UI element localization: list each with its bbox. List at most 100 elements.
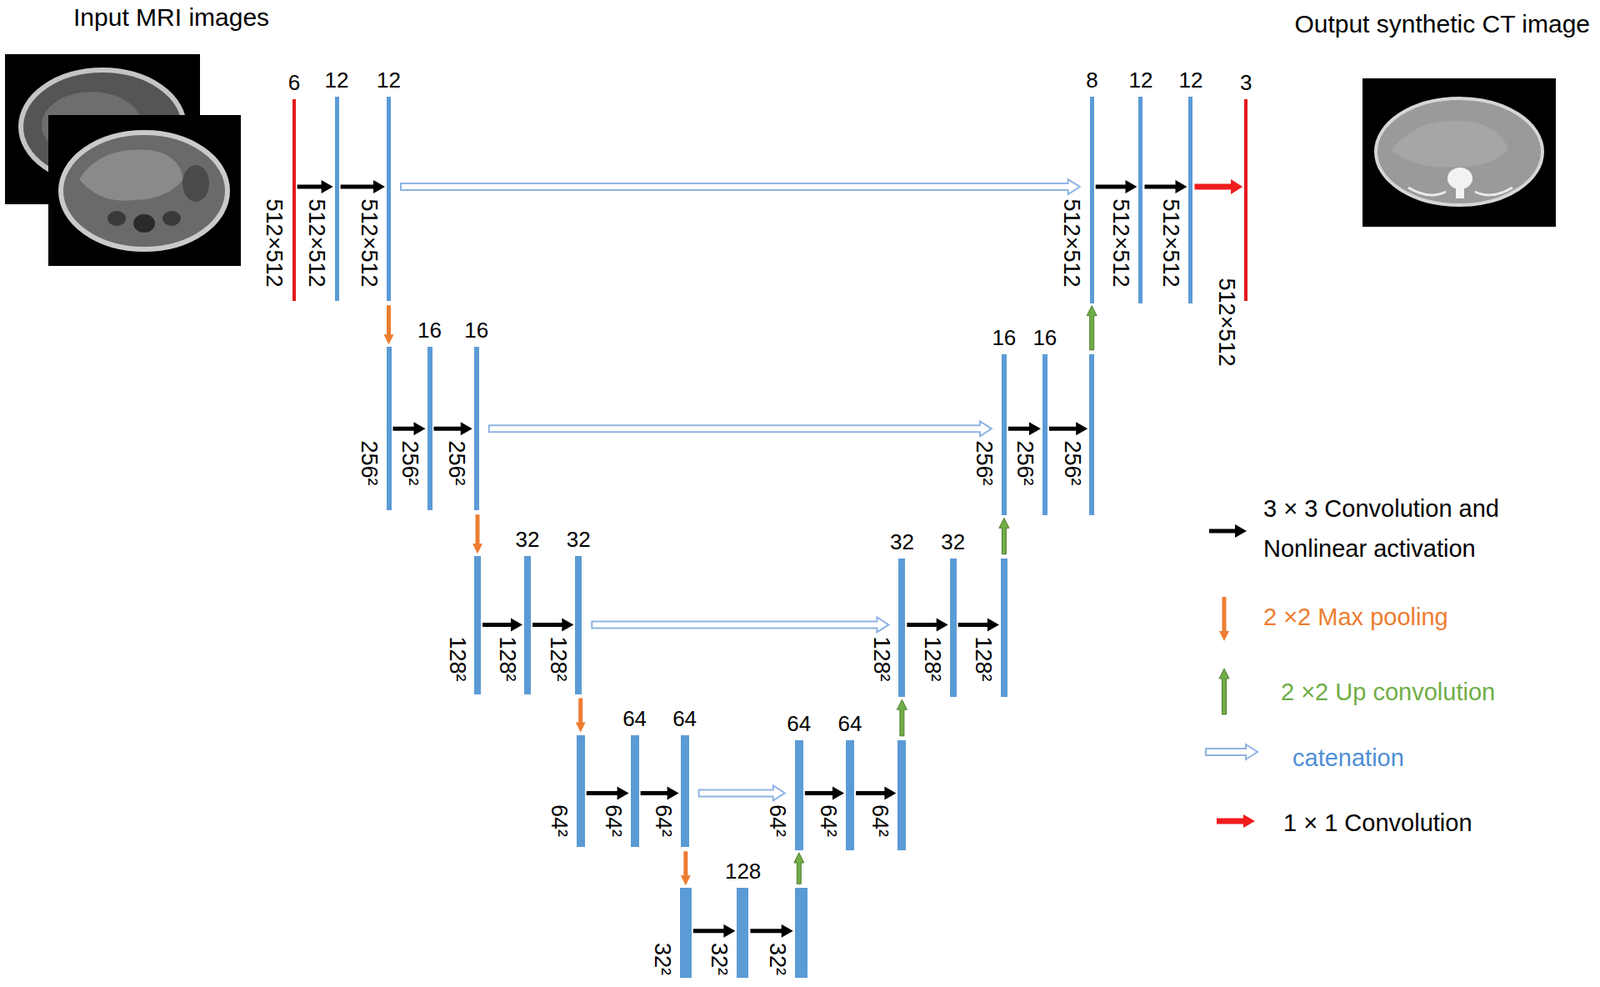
channel-count: 128 <box>725 859 761 885</box>
feature-map-bar: 128² <box>474 555 481 694</box>
convolution-arrow <box>482 617 523 631</box>
map-size: 256² <box>1011 440 1038 485</box>
legend-conv-arrow <box>1209 524 1247 538</box>
max-pooling-arrow <box>384 305 395 345</box>
map-size: 512×512 <box>1107 198 1134 287</box>
map-size: 512×512 <box>1157 198 1184 287</box>
convolution-arrow <box>1049 421 1088 435</box>
map-size: 64² <box>650 804 676 837</box>
map-size: 128² <box>970 635 996 681</box>
feature-map-bar: 128² <box>1000 558 1008 698</box>
output-layer-bar: 6512×512 <box>292 99 296 301</box>
conv1x1-arrow <box>1195 179 1244 195</box>
up-convolution-arrow <box>794 852 805 884</box>
convolution-arrow <box>805 785 845 800</box>
feature-map-bar: 12832² <box>736 887 749 978</box>
up-convolution-arrow <box>999 517 1010 554</box>
feature-map-bar: 32² <box>795 887 808 978</box>
convolution-arrow <box>1095 180 1138 194</box>
convolution-arrow <box>693 924 736 938</box>
feature-map-bar: 6464² <box>680 735 690 848</box>
channel-count: 64 <box>786 711 811 737</box>
catenation-arrow <box>489 420 992 436</box>
map-size: 128² <box>867 635 894 681</box>
legend-text: 2 ×2 Up convolution <box>1280 671 1495 712</box>
map-size: 128² <box>544 635 570 681</box>
legend-1x1-arrow <box>1216 814 1255 828</box>
channel-count: 12 <box>1178 68 1203 94</box>
legend-text: 1 × 1 Convolution <box>1283 802 1473 843</box>
feature-map-bar: 32² <box>680 887 692 978</box>
channel-count: 32 <box>890 530 915 555</box>
map-size: 512×512 <box>261 198 288 287</box>
catenation-arrow <box>699 785 785 800</box>
feature-map-bar: 12512×512 <box>335 96 340 301</box>
map-size: 512×512 <box>303 198 330 287</box>
legend-text: 3 × 3 Convolution and Nonlinear activati… <box>1263 488 1572 569</box>
map-size: 32² <box>764 942 790 975</box>
map-size: 512×512 <box>355 198 382 287</box>
channel-count: 32 <box>515 527 540 553</box>
feature-map-bar: 12512×512 <box>1138 96 1143 303</box>
map-size: 64² <box>600 804 626 837</box>
feature-map-bar: 16256² <box>427 346 433 510</box>
feature-map-bar: 32128² <box>575 555 582 694</box>
convolution-arrow <box>855 785 896 800</box>
convolution-arrow <box>906 617 948 631</box>
convolution-arrow <box>434 421 473 435</box>
legend-text: 2 ×2 Max pooling <box>1263 596 1449 637</box>
map-size: 256² <box>443 440 470 485</box>
convolution-arrow <box>297 180 334 194</box>
legend-catenation-arrow <box>1205 744 1258 760</box>
channel-count: 64 <box>838 711 863 737</box>
channel-count: 16 <box>1032 325 1057 351</box>
map-size: 128² <box>919 635 945 681</box>
convolution-arrow <box>1008 421 1041 435</box>
feature-map-bar: 32128² <box>950 558 957 698</box>
map-size: 32² <box>705 942 732 975</box>
convolution-arrow <box>640 785 680 800</box>
channel-count: 64 <box>622 706 647 732</box>
channel-count: 12 <box>325 68 350 94</box>
map-size: 64² <box>866 804 893 837</box>
feature-map-bar: 64² <box>897 740 906 850</box>
feature-map-bar: 8512×512 <box>1090 96 1095 303</box>
image-caption: Output synthetic CT image <box>1294 10 1590 40</box>
convolution-arrow <box>958 617 1000 631</box>
map-size: 128² <box>443 635 470 681</box>
feature-map-bar: 6464² <box>795 740 804 850</box>
map-size: 128² <box>493 635 520 681</box>
map-size: 32² <box>649 942 675 975</box>
feature-map-bar: 12512×512 <box>1188 96 1193 303</box>
feature-map-bar: 12512×512 <box>386 96 391 301</box>
map-size: 256² <box>355 440 382 485</box>
feature-map-bar: 32128² <box>524 555 531 694</box>
feature-map-bar: 256² <box>386 346 392 510</box>
feature-map-bar: 64² <box>576 735 585 848</box>
legend-text: catenation <box>1292 737 1405 778</box>
mri-image-front <box>48 115 241 266</box>
map-size: 256² <box>396 440 423 485</box>
convolution-arrow <box>393 421 426 435</box>
map-size: 64² <box>815 804 841 837</box>
map-size: 256² <box>970 440 997 485</box>
map-size: 64² <box>764 804 790 837</box>
legend-samples <box>1205 524 1258 828</box>
map-size: 512×512 <box>1059 198 1085 287</box>
max-pooling-arrow <box>575 698 586 733</box>
channel-count: 16 <box>417 318 442 344</box>
map-size: 64² <box>545 804 572 837</box>
feature-map-bar: 16256² <box>1001 354 1007 515</box>
map-size: 512×512 <box>1213 277 1240 366</box>
channel-count: 16 <box>991 325 1016 351</box>
convolution-arrow <box>532 617 574 631</box>
channel-count: 32 <box>566 527 591 553</box>
convolution-arrow <box>586 785 630 800</box>
feature-map-bar: 6464² <box>845 740 855 850</box>
convolution-arrow <box>1145 180 1188 194</box>
convolution-arrow <box>340 180 385 194</box>
catenation-arrow <box>400 179 1080 195</box>
feature-map-bar: 16256² <box>474 346 480 510</box>
feature-map-bar: 32128² <box>898 558 905 698</box>
up-convolution-arrow <box>1086 305 1097 350</box>
